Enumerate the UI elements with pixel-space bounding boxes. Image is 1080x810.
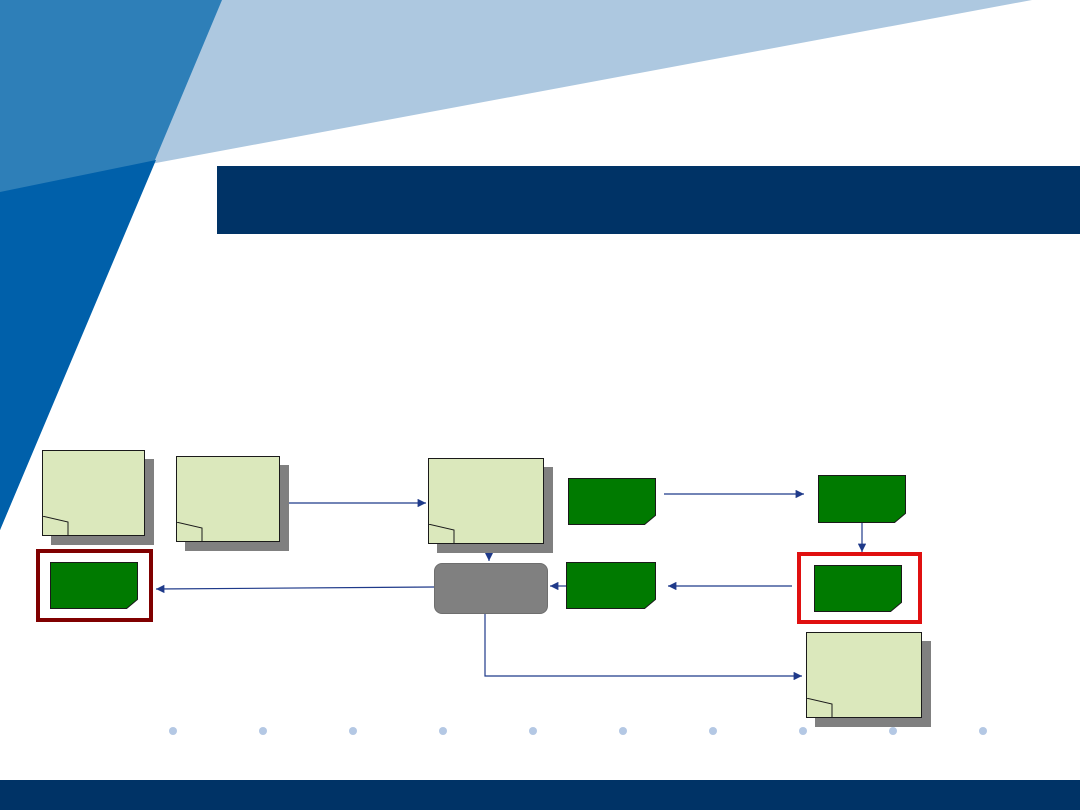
corner-fold-icon (644, 515, 656, 525)
process-box-b (818, 475, 906, 523)
decorative-dot (349, 727, 357, 735)
process-box-a (568, 478, 656, 525)
decorative-dot (169, 727, 177, 735)
decorative-dot (799, 727, 807, 735)
document-node-1 (42, 450, 154, 545)
process-box-c (814, 565, 902, 612)
light-blue-wedge (0, 0, 1032, 192)
deep-blue-wedge (0, 160, 156, 530)
corner-fold-icon (894, 513, 906, 523)
corner-fold-icon (644, 599, 656, 609)
document-node-3 (428, 458, 553, 553)
decorative-dot (889, 727, 897, 735)
decorative-dot (259, 727, 267, 735)
central-hub-node (434, 563, 548, 614)
page-fold-icon (42, 516, 69, 536)
document-node-2 (176, 456, 289, 551)
decorative-dot (979, 727, 987, 735)
corner-fold-icon (890, 602, 902, 612)
process-box-d (566, 562, 656, 609)
slide-title-bar (217, 166, 1080, 234)
highlight-frame-dark-red (36, 549, 153, 622)
page-fold-icon (806, 698, 833, 718)
process-box-e (50, 562, 138, 609)
decorative-dot (619, 727, 627, 735)
footer-bar (0, 780, 1080, 810)
decorative-dot (439, 727, 447, 735)
corner-fold-icon (126, 599, 138, 609)
page-fold-icon (428, 524, 455, 544)
decorative-dot (709, 727, 717, 735)
document-node-4 (806, 632, 931, 727)
decorative-dot (529, 727, 537, 735)
highlight-frame-red (797, 552, 922, 624)
page-fold-icon (176, 522, 203, 542)
